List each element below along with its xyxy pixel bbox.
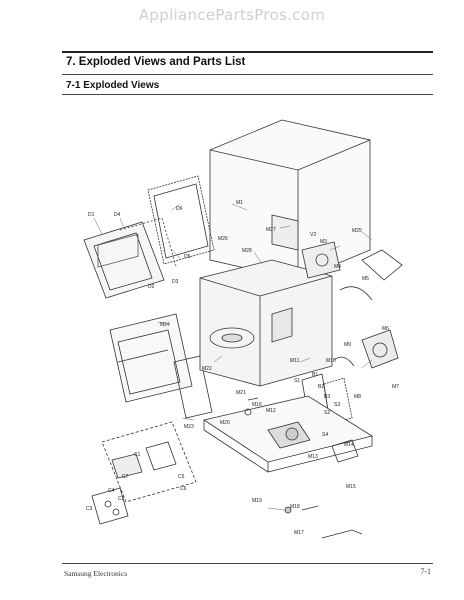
label-m22: M22 xyxy=(202,366,212,372)
label-d3: D3 xyxy=(172,279,179,285)
label-m17: M17 xyxy=(294,530,304,536)
subsection-title: 7-1 Exploded Views xyxy=(66,80,160,91)
label-m18: M18 xyxy=(290,504,300,510)
label-m4: M4 xyxy=(334,264,341,270)
label-m13: M13 xyxy=(308,454,318,460)
callout-labels: D1 D4 D6 D5 D3 D2 M1 M27 M28 M3 V2 M25 M… xyxy=(86,200,399,536)
label-c4: C4 xyxy=(108,488,115,494)
label-m25: M25 xyxy=(352,228,362,234)
section-title: 7. Exploded Views and Parts List xyxy=(66,56,246,68)
watermark-text: AppliancePartsPros.com xyxy=(138,6,326,24)
subsection-divider xyxy=(62,94,433,95)
footer-rule xyxy=(62,563,433,564)
label-m28: M28 xyxy=(242,248,252,254)
label-b2: B2 xyxy=(318,384,324,390)
label-m11: M11 xyxy=(290,358,300,364)
label-m5: M5 xyxy=(362,276,369,282)
label-d5: D5 xyxy=(184,254,191,260)
label-c6: C6 xyxy=(180,486,187,492)
electrical-bracket xyxy=(91,421,197,525)
label-b1: B1 xyxy=(312,372,318,378)
exploded-view-diagram: D1 D4 D6 D5 D3 D2 M1 M27 M28 M3 V2 M25 M… xyxy=(83,119,403,539)
label-s2: S2 xyxy=(324,410,330,416)
label-m23: M23 xyxy=(184,424,194,430)
label-m14: M14 xyxy=(344,442,354,448)
label-c5: C5 xyxy=(178,474,185,480)
label-d6: D6 xyxy=(176,206,183,212)
leader-lines xyxy=(93,203,373,511)
label-c3: C3 xyxy=(86,506,93,512)
label-m3: M3 xyxy=(320,239,327,245)
front-panel xyxy=(109,313,213,419)
label-c7: C7 xyxy=(122,474,129,480)
label-m1: M1 xyxy=(236,200,243,206)
page-number: 7-1 xyxy=(420,567,431,576)
small-parts xyxy=(244,397,363,539)
label-m16: M16 xyxy=(252,402,262,408)
label-c2: C2 xyxy=(118,496,125,502)
label-m12: M12 xyxy=(266,408,276,414)
label-m10: M10 xyxy=(326,358,336,364)
label-m26: M26 xyxy=(218,236,228,242)
label-m21: M21 xyxy=(236,390,246,396)
section-divider xyxy=(62,74,433,75)
label-d2: D2 xyxy=(148,284,155,290)
right-components xyxy=(301,241,403,425)
label-c1: C1 xyxy=(134,452,141,458)
label-d1: D1 xyxy=(88,212,95,218)
label-m15: M15 xyxy=(346,484,356,490)
label-v2: V2 xyxy=(310,232,316,238)
base-plate xyxy=(202,395,374,473)
door-frame-assembly xyxy=(83,175,215,299)
footer-company: Samsung Electronics xyxy=(64,569,128,578)
cabinet-cover xyxy=(209,119,371,281)
oven-cavity xyxy=(199,259,333,387)
label-m6: M6 xyxy=(382,326,389,332)
label-b3: B3 xyxy=(324,394,330,400)
label-d4: D4 xyxy=(114,212,121,218)
label-m24: M24 xyxy=(160,322,170,328)
label-m19: M19 xyxy=(252,498,262,504)
top-rule xyxy=(62,51,433,53)
label-s4: S4 xyxy=(322,432,328,438)
label-s3: S3 xyxy=(334,402,340,408)
label-m8: M8 xyxy=(354,394,361,400)
label-m9: M9 xyxy=(344,342,351,348)
label-m27: M27 xyxy=(266,227,276,233)
label-s1: S1 xyxy=(294,378,300,384)
label-m7: M7 xyxy=(392,384,399,390)
label-m20: M20 xyxy=(220,420,230,426)
